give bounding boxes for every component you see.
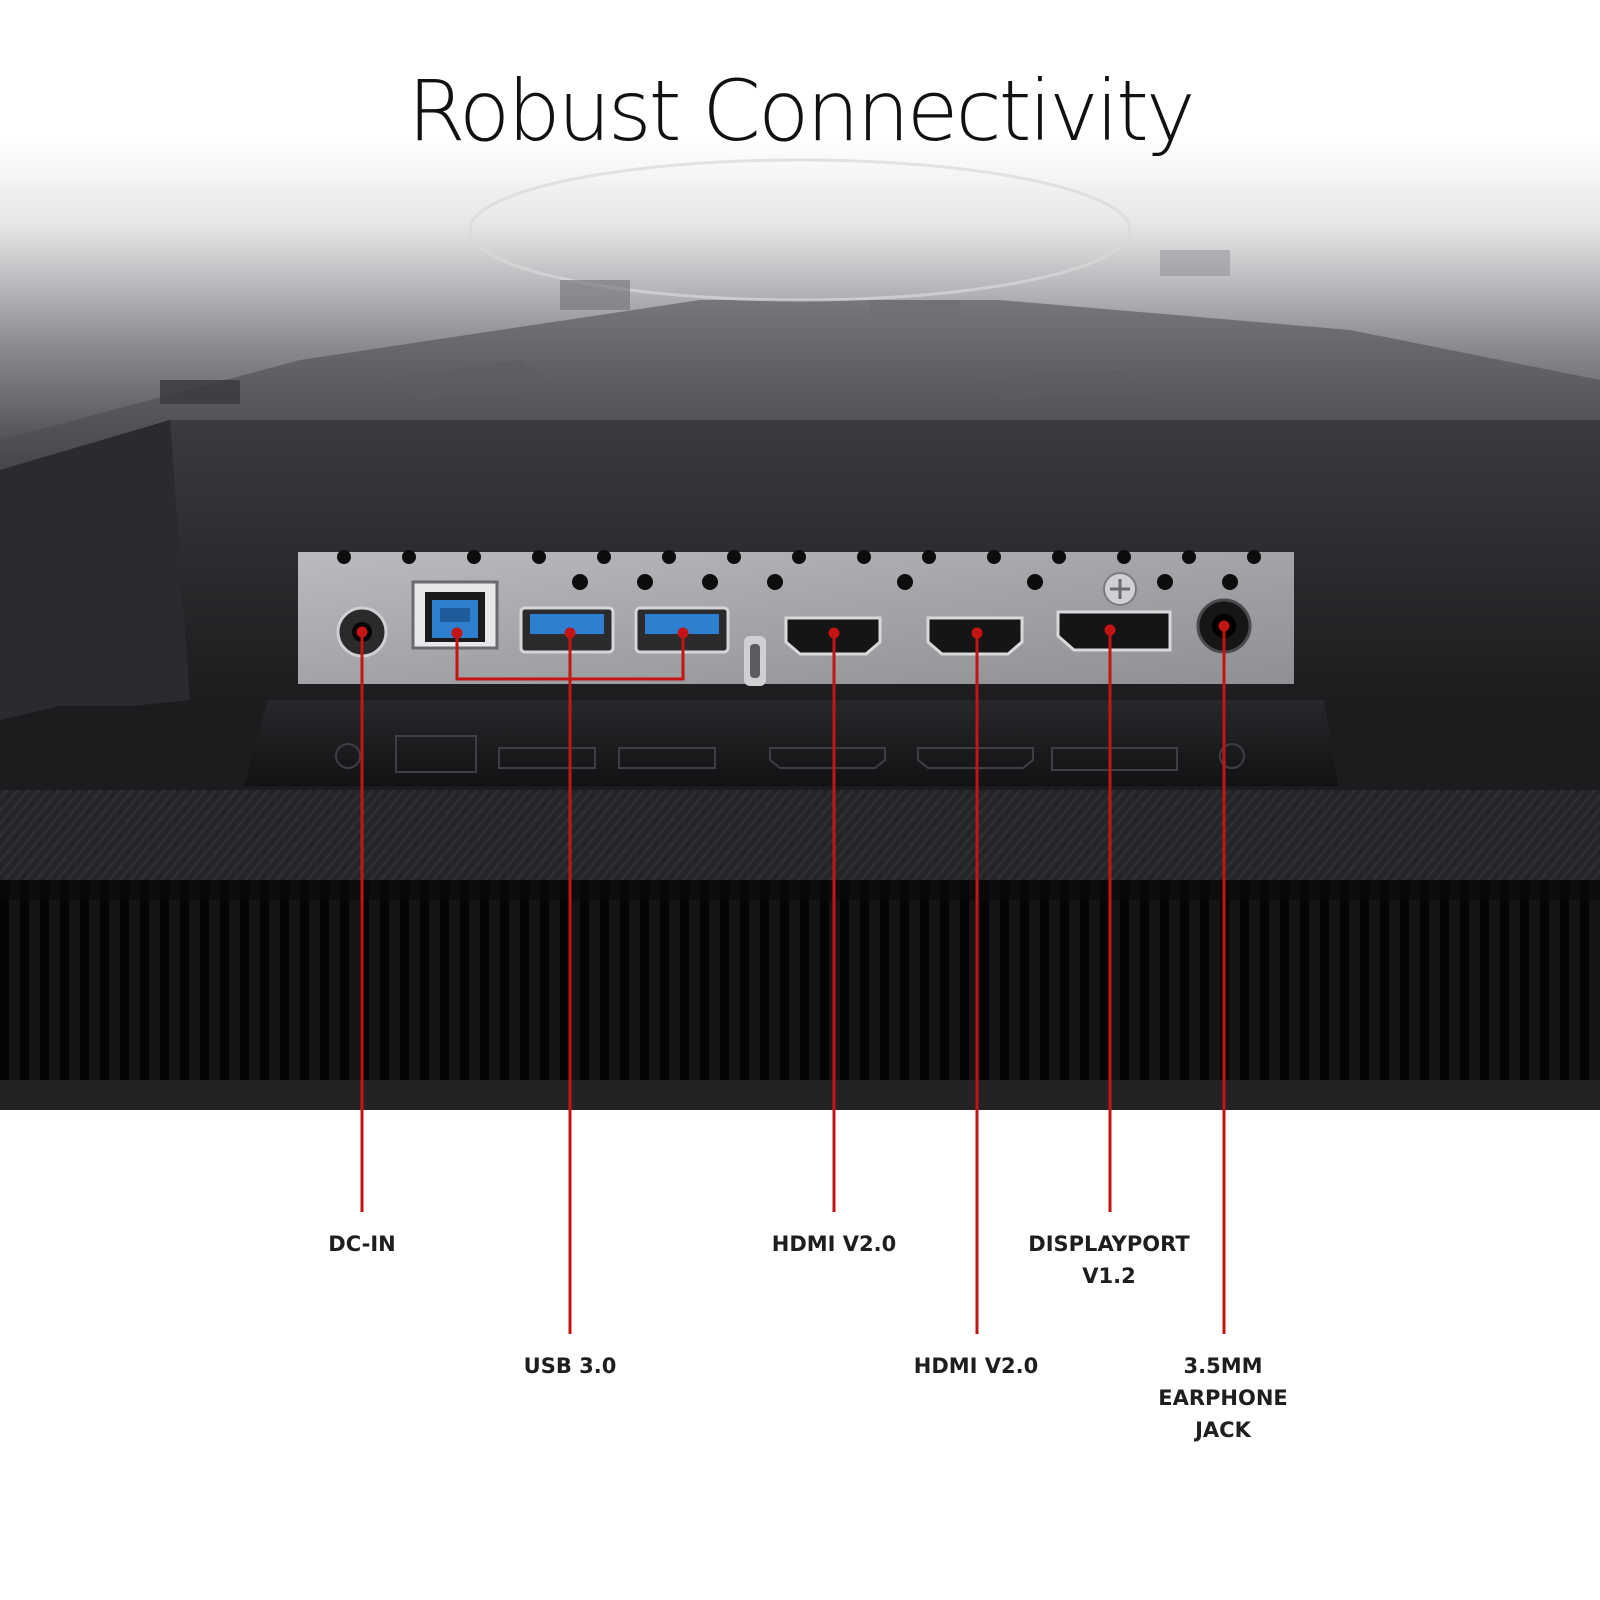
callout-earphone: 3.5MM EARPHONE JACK bbox=[1113, 1350, 1333, 1446]
callout-displayport-line-1: DISPLAYPORT bbox=[1028, 1232, 1190, 1256]
callout-earphone-line-2: EARPHONE bbox=[1158, 1386, 1288, 1410]
callout-earphone-line-1: 3.5MM bbox=[1183, 1354, 1263, 1378]
callout-displayport-line-2: V1.2 bbox=[1082, 1264, 1136, 1288]
callout-displayport: DISPLAYPORT V1.2 bbox=[999, 1228, 1219, 1292]
callout-hdmi-a: HDMI V2.0 bbox=[724, 1228, 944, 1260]
page-title: Robust Connectivity bbox=[407, 62, 1195, 160]
callout-hdmi-a-line: HDMI V2.0 bbox=[771, 1232, 897, 1256]
callout-usb-line: USB 3.0 bbox=[523, 1354, 617, 1378]
callout-usb: USB 3.0 bbox=[460, 1350, 680, 1382]
callout-hdmi-b: HDMI V2.0 bbox=[866, 1350, 1086, 1382]
callout-dc-in-line: DC-IN bbox=[328, 1232, 396, 1256]
callout-hdmi-b-line: HDMI V2.0 bbox=[913, 1354, 1039, 1378]
callout-lines bbox=[356, 620, 1230, 1334]
callout-earphone-line-3: JACK bbox=[1195, 1418, 1251, 1442]
callout-dc-in: DC-IN bbox=[252, 1228, 472, 1260]
